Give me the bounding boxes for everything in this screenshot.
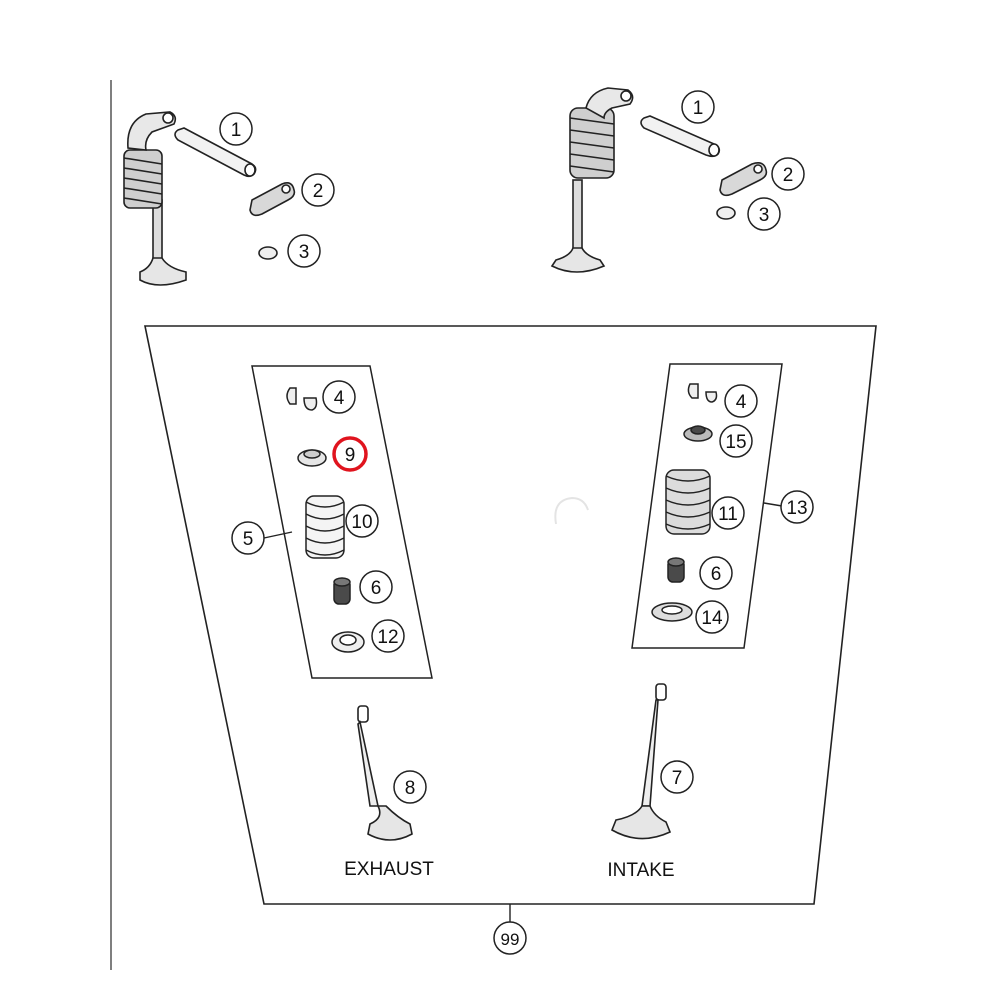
callout-number: 6	[711, 564, 722, 585]
callout-4-exhaust: 4	[322, 380, 356, 414]
exhaust-valve-spring	[305, 495, 345, 559]
callout-number: 2	[783, 165, 794, 186]
callout-number: 10	[351, 512, 372, 533]
callout-number: 4	[736, 392, 747, 413]
callout-number: 4	[334, 388, 345, 409]
callout-4-intake: 4	[724, 384, 758, 418]
callout-number: 9	[345, 445, 356, 466]
callout-3-top-left: 3	[287, 234, 321, 268]
callout-number: 8	[405, 778, 416, 799]
intake-valve-spring	[665, 469, 711, 535]
exhaust-valve	[357, 705, 413, 841]
callout-8: 8	[393, 770, 427, 804]
intake-valve	[610, 683, 672, 840]
callout-number: 12	[377, 627, 398, 648]
exhaust-kit-parts	[286, 387, 365, 653]
callout-number: 3	[299, 242, 310, 263]
callout-2-top-right: 2	[771, 157, 805, 191]
exhaust-spring-top	[123, 149, 163, 209]
callout-number: 11	[718, 504, 738, 525]
intake-rocker-assembly	[550, 87, 768, 273]
callout-14: 14	[695, 600, 729, 634]
callout-number: 15	[725, 432, 746, 453]
callout-number: 5	[243, 529, 254, 550]
callout-11: 11	[711, 496, 745, 530]
callout-number: 6	[371, 578, 382, 599]
callout-number: 13	[786, 498, 807, 519]
callout-number: 7	[672, 768, 683, 789]
intake-kit-parts	[651, 383, 718, 622]
callout-number: 14	[701, 608, 723, 629]
exhaust-label: EXHAUST	[344, 859, 434, 880]
callout-99: 99	[493, 921, 527, 955]
watermark-arc	[554, 496, 589, 525]
callout-1-top-right: 1	[681, 90, 715, 124]
callout-5: 5	[231, 521, 265, 555]
callout-2-top-left: 2	[301, 173, 335, 207]
callout-3-top-right: 3	[747, 197, 781, 231]
callout-1-top-left: 1	[219, 112, 253, 146]
valve-kit-frame	[144, 325, 877, 905]
callout-number: 3	[759, 205, 770, 226]
exhaust-rocker-assembly	[123, 111, 296, 286]
callout-number: 1	[231, 120, 242, 141]
callout-7: 7	[660, 760, 694, 794]
callout-15: 15	[719, 424, 753, 458]
intake-parts-panel	[631, 363, 783, 649]
intake-spring-top	[569, 107, 615, 179]
callout-6-exhaust: 6	[359, 570, 393, 604]
callout-number: 99	[501, 930, 520, 949]
callout-6-intake: 6	[699, 556, 733, 590]
callout-number: 1	[693, 98, 704, 119]
callout-10: 10	[345, 504, 379, 538]
callout-number: 2	[313, 181, 324, 202]
exhaust-parts-panel	[251, 365, 433, 679]
callout-13: 13	[780, 490, 814, 524]
callout-12: 12	[371, 619, 405, 653]
intake-label: INTAKE	[607, 860, 674, 881]
callout-9-highlighted[interactable]: 9	[332, 436, 368, 472]
